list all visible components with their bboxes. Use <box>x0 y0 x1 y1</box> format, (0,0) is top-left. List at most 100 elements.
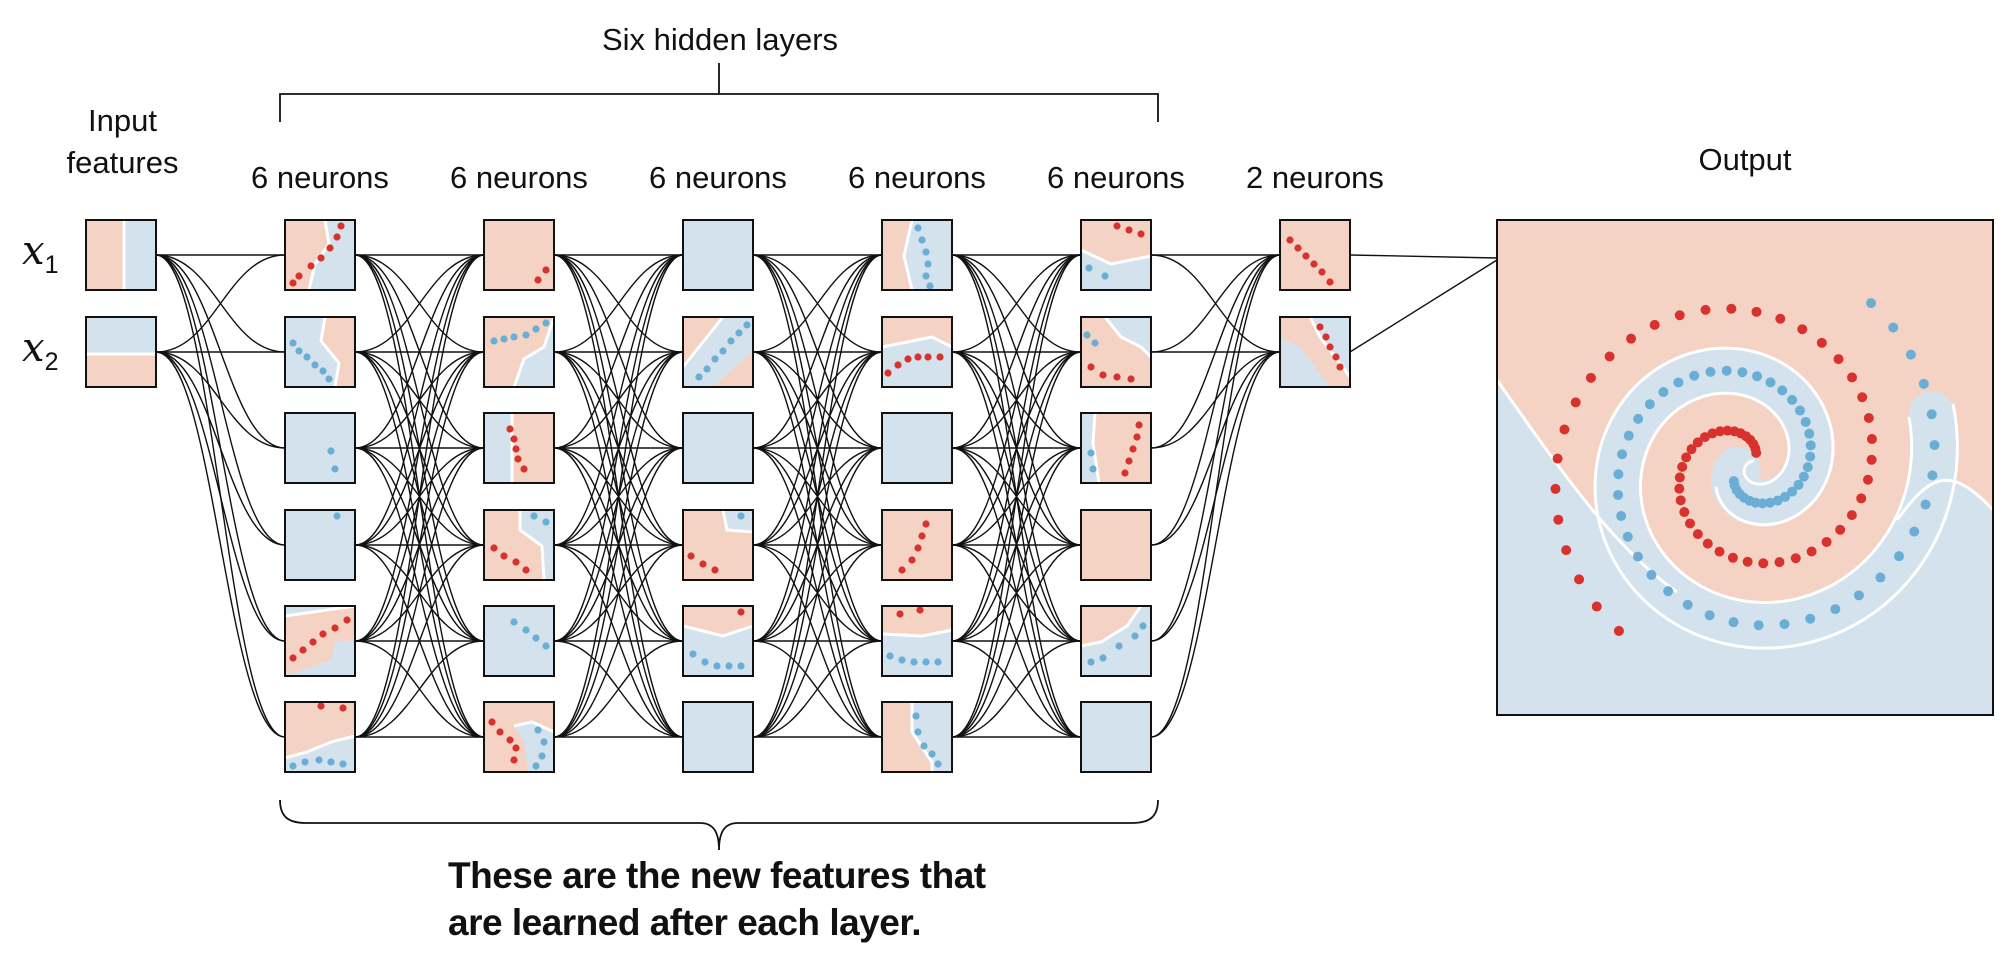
output-red-point <box>1722 425 1733 436</box>
blue-point <box>920 742 928 750</box>
red-point <box>542 266 550 274</box>
red-point <box>331 624 339 632</box>
red-point <box>1326 343 1334 351</box>
neuron-background <box>683 220 753 290</box>
connection-line <box>951 447 1082 738</box>
connection-line <box>752 254 883 353</box>
red-point <box>512 445 520 453</box>
neuron-border <box>483 701 555 773</box>
output-blue-point <box>1753 620 1764 631</box>
red-point <box>896 610 904 618</box>
connection-line <box>553 447 684 738</box>
decision-region <box>1081 606 1151 676</box>
layer-5-neurons-label: 6 neurons <box>1047 160 1185 195</box>
output-red-point <box>1707 428 1718 439</box>
neuron-border <box>284 412 356 484</box>
neuron-L4-N3 <box>881 412 953 484</box>
decision-region <box>484 413 512 483</box>
neuron-L3-N6 <box>682 701 754 773</box>
red-point <box>510 435 518 443</box>
output-blue-point <box>1644 399 1655 410</box>
output-blue-point <box>1894 551 1905 562</box>
neuron-background <box>882 413 952 483</box>
connection-line <box>752 544 883 738</box>
output-red-point <box>1649 319 1660 330</box>
red-point <box>500 552 508 560</box>
neuron-L4-N5 <box>881 605 953 677</box>
blue-point <box>534 726 542 734</box>
blue-point <box>1131 632 1139 640</box>
neuron-border <box>85 219 157 291</box>
red-point <box>534 276 542 284</box>
decision-region <box>882 702 932 772</box>
red-point <box>916 606 924 614</box>
output-boundary-line <box>1593 346 1959 650</box>
decision-boundary <box>284 604 356 618</box>
neuron-border <box>284 605 356 677</box>
neuron-border <box>682 605 754 677</box>
output-blue-point <box>1853 590 1864 601</box>
output-red-point <box>1847 372 1858 383</box>
neuron-L0-N2 <box>85 316 157 388</box>
output-red-point <box>1742 556 1753 567</box>
output-red-point <box>1692 437 1703 448</box>
decision-region <box>285 220 329 290</box>
output-blue-point <box>1752 371 1763 382</box>
blue-point <box>530 512 538 520</box>
red-point <box>1286 236 1294 244</box>
neuron-L1-N5 <box>284 604 356 677</box>
decision-region <box>484 317 554 387</box>
blue-point <box>532 325 540 333</box>
neuron-L6-N2 <box>1279 316 1352 388</box>
output-red-point <box>1775 313 1786 324</box>
output-blue-point <box>1623 430 1634 441</box>
red-point <box>1113 222 1121 230</box>
red-point <box>924 353 932 361</box>
red-point <box>918 532 926 540</box>
output-blue-point <box>1866 298 1877 309</box>
output-blue-point <box>1918 378 1929 389</box>
blue-point <box>315 756 323 764</box>
output-red-point <box>1856 493 1867 504</box>
connection-line <box>354 254 485 353</box>
neuron-L2-N1 <box>483 219 555 291</box>
decision-boundary <box>881 628 953 638</box>
neuron-border <box>682 412 754 484</box>
connection-line <box>752 254 883 642</box>
output-red-point <box>1790 553 1801 564</box>
red-point <box>884 369 892 377</box>
blue-point <box>934 760 942 768</box>
output-red-point <box>1677 461 1688 472</box>
connection-line <box>752 447 883 738</box>
output-blue-point <box>1779 619 1790 630</box>
red-point <box>512 744 520 752</box>
blue-point <box>725 662 733 670</box>
neuron-L3-N1 <box>682 219 754 291</box>
red-point <box>309 638 317 646</box>
connection-line <box>155 351 286 546</box>
layer-3-neurons-label: 6 neurons <box>649 160 787 195</box>
red-point <box>1322 333 1330 341</box>
blue-point <box>303 353 311 361</box>
decision-region <box>124 220 156 290</box>
neuron-L5-N3 <box>1080 412 1152 484</box>
output-blue-point <box>1800 416 1811 427</box>
neuron-L2-N5 <box>483 605 555 677</box>
red-point <box>1125 457 1133 465</box>
output-blue-point <box>1617 449 1628 460</box>
blue-point <box>918 236 926 244</box>
red-point <box>711 566 719 574</box>
connection-line <box>155 254 286 353</box>
connection-line <box>553 544 684 738</box>
connection-line <box>553 640 684 738</box>
output-red-point <box>1862 474 1873 485</box>
connections <box>155 254 1498 738</box>
red-point <box>904 355 912 363</box>
blue-point <box>500 335 508 343</box>
red-point <box>1318 268 1326 276</box>
output-blue-point <box>1802 462 1813 473</box>
neuron-border <box>1080 412 1152 484</box>
output-blue-point <box>1705 366 1716 377</box>
blue-point <box>912 712 920 720</box>
output-blue-point <box>1646 569 1657 580</box>
